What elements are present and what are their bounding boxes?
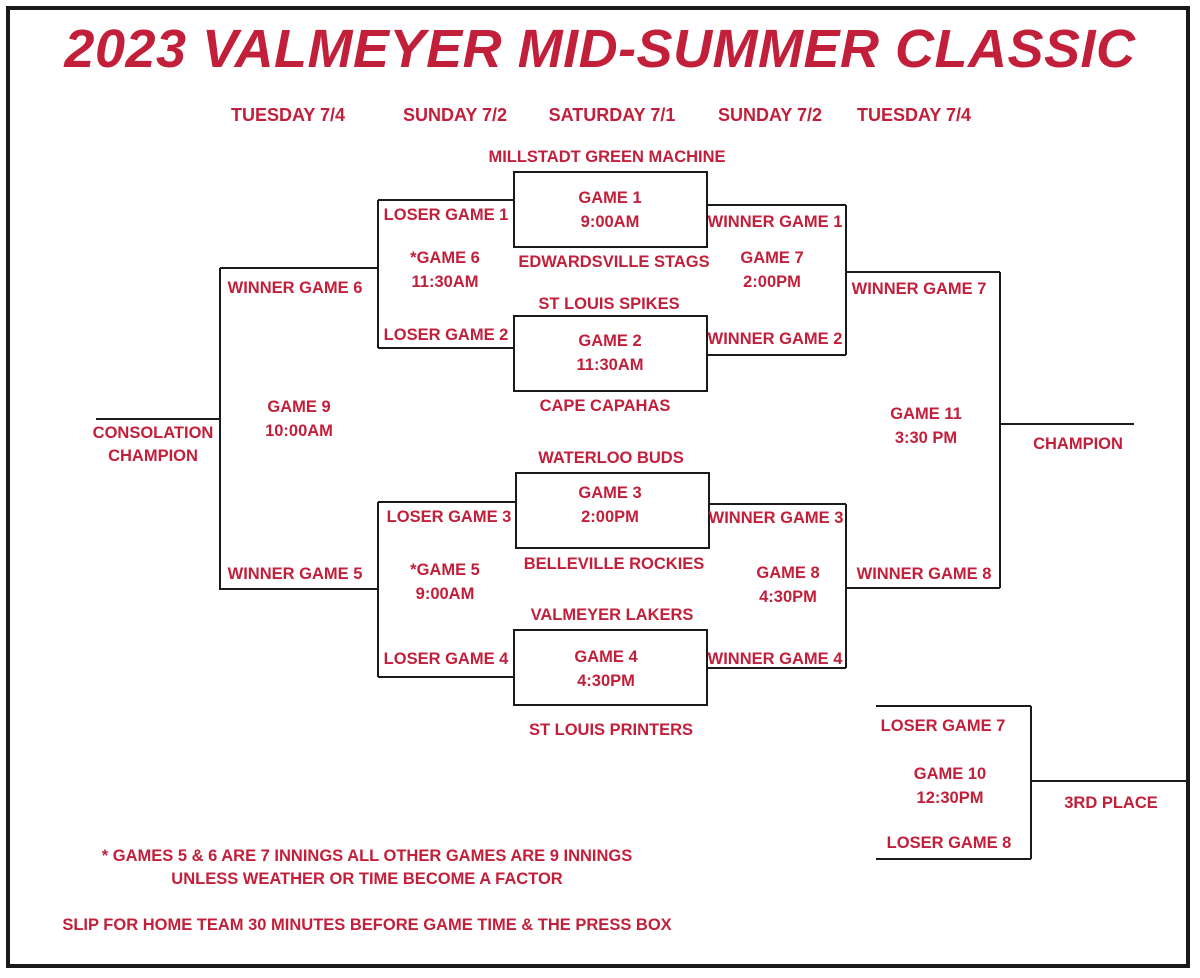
game-10-time: 12:30PM (916, 789, 984, 807)
champion-label: CHAMPION (1033, 435, 1123, 453)
game-2-time: 11:30AM (576, 356, 644, 374)
game-5-name: *GAME 5 (410, 561, 480, 579)
page-title: 2023 VALMEYER MID-SUMMER CLASSIC (64, 19, 1136, 79)
winner-game-3: WINNER GAME 3 (708, 509, 844, 527)
game-6-time: 11:30AM (411, 273, 479, 291)
slip-note: SLIP FOR HOME TEAM 30 MINUTES BEFORE GAM… (62, 916, 672, 934)
innings-note-line1: * GAMES 5 & 6 ARE 7 INNINGS ALL OTHER GA… (101, 847, 633, 865)
loser-game-4: LOSER GAME 4 (383, 650, 509, 668)
game-9-time: 10:00AM (265, 422, 333, 440)
third-place-label: 3RD PLACE (1064, 794, 1158, 812)
loser-game-1: LOSER GAME 1 (383, 206, 509, 224)
page-frame (6, 6, 1190, 968)
game-3-time: 2:00PM (581, 508, 639, 526)
team-stlouis-printers: ST LOUIS PRINTERS (528, 721, 694, 739)
loser-game-7: LOSER GAME 7 (880, 717, 1006, 735)
game-8-time: 4:30PM (759, 588, 817, 606)
team-belleville: BELLEVILLE ROCKIES (523, 555, 705, 573)
game-1-time: 9:00AM (580, 213, 640, 231)
day-header-col3: SATURDAY 7/1 (548, 105, 676, 125)
game-6-name: *GAME 6 (410, 249, 480, 267)
game-4-name: GAME 4 (574, 648, 638, 666)
day-header-col5: TUESDAY 7/4 (856, 105, 972, 125)
loser-game-3: LOSER GAME 3 (386, 508, 512, 526)
team-stlouis-spikes: ST LOUIS SPIKES (538, 295, 680, 313)
winner-game-7: WINNER GAME 7 (851, 280, 987, 298)
winner-game-4: WINNER GAME 4 (707, 650, 843, 668)
winner-game-1: WINNER GAME 1 (707, 213, 843, 231)
team-cape: CAPE CAPAHAS (539, 397, 671, 415)
game-1-name: GAME 1 (578, 189, 642, 207)
game-7-time: 2:00PM (743, 273, 801, 291)
consolation-label-line2: CHAMPION (108, 447, 198, 465)
innings-note-line2: UNLESS WEATHER OR TIME BECOME A FACTOR (171, 870, 563, 888)
team-edwardsville: EDWARDSVILLE STAGS (518, 253, 710, 271)
day-header-col4: SUNDAY 7/2 (717, 105, 823, 125)
game-4-time: 4:30PM (577, 672, 635, 690)
team-waterloo: WATERLOO BUDS (538, 449, 684, 467)
team-valmeyer: VALMEYER LAKERS (530, 606, 694, 624)
game-8-name: GAME 8 (756, 564, 820, 582)
winner-game-8: WINNER GAME 8 (856, 565, 992, 583)
game-1-box (513, 171, 708, 248)
consolation-label-line1: CONSOLATION (92, 424, 214, 442)
game-11-time: 3:30 PM (894, 429, 958, 447)
game-7-name: GAME 7 (740, 249, 804, 267)
day-header-col2: SUNDAY 7/2 (402, 105, 508, 125)
game-11-name: GAME 11 (890, 405, 962, 423)
team-millstadt: MILLSTADT GREEN MACHINE (488, 148, 726, 166)
game-3-box (515, 472, 710, 549)
game-9-name: GAME 9 (267, 398, 331, 416)
game-2-box (513, 315, 708, 392)
game-5-time: 9:00AM (415, 585, 475, 603)
game-2-name: GAME 2 (578, 332, 642, 350)
loser-game-8: LOSER GAME 8 (886, 834, 1012, 852)
winner-game-5: WINNER GAME 5 (227, 565, 363, 583)
game-10-name: GAME 10 (913, 765, 987, 783)
game-3-name: GAME 3 (578, 484, 642, 502)
winner-game-2: WINNER GAME 2 (707, 330, 843, 348)
day-header-col1: TUESDAY 7/4 (230, 105, 346, 125)
loser-game-2: LOSER GAME 2 (383, 326, 509, 344)
winner-game-6: WINNER GAME 6 (227, 279, 363, 297)
